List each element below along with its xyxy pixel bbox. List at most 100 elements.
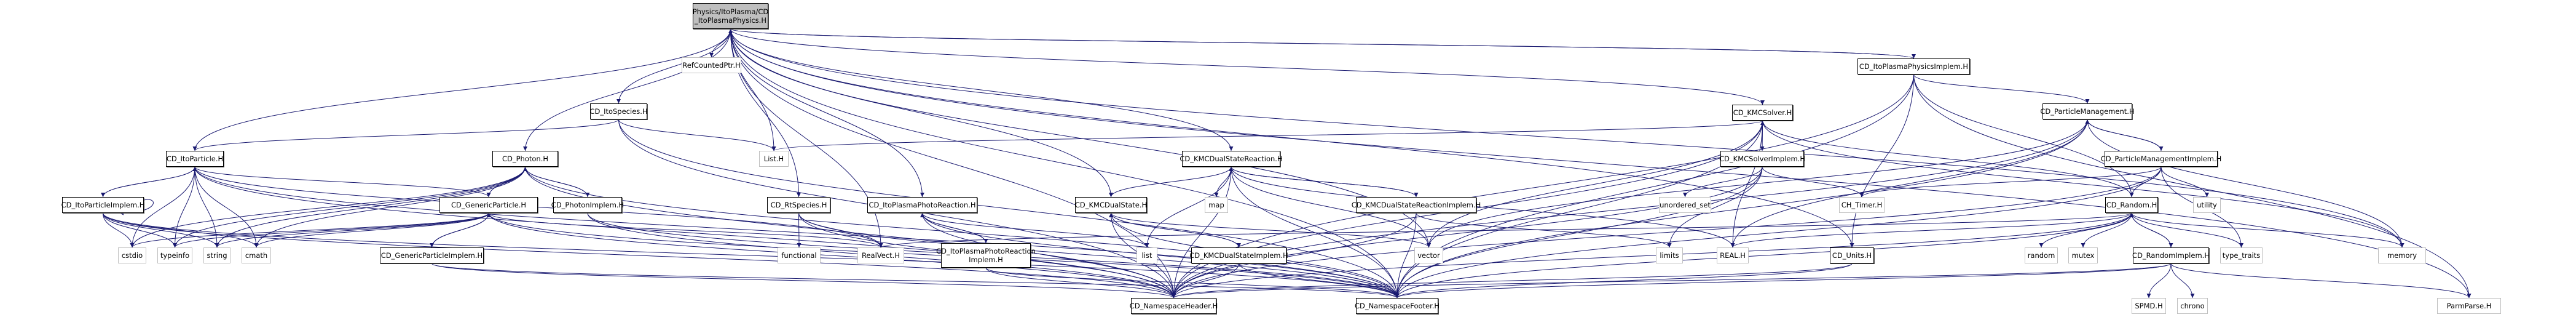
graph-node-cstdio: cstdio bbox=[118, 247, 146, 263]
graph-node-vector: vector bbox=[1414, 247, 1443, 263]
graph-node-parmparse: ParmParse.H bbox=[2437, 298, 2501, 314]
edge-root-to-KMCSolver bbox=[730, 28, 1765, 105]
graph-node-root[interactable]: Physics/ItoPlasma/CD _ItoPlasmaPhysics.H bbox=[693, 3, 768, 29]
graph-node-kmcsolverimplem[interactable]: CD_KMCSolverImplem.H bbox=[1719, 151, 1805, 167]
graph-node-label: RealVect.H bbox=[862, 251, 900, 260]
graph-node-label: memory bbox=[2387, 251, 2417, 260]
graph-node-kmcdualstate[interactable]: CD_KMCDualState.H bbox=[1075, 197, 1147, 213]
edge-ItoSpecies-to-NamespaceFooter bbox=[618, 119, 1400, 299]
edge-KMCSolverImplem-to-CH_Timer bbox=[1762, 166, 1864, 198]
edge-KMCSolverImplem-to-NamespaceFooter bbox=[1395, 166, 1763, 299]
graph-node-itoparticleimplem[interactable]: CD_ItoParticleImplem.H bbox=[61, 197, 145, 213]
graph-node-namespaceheader[interactable]: CD_NamespaceHeader.H bbox=[1130, 298, 1218, 314]
graph-node-random[interactable]: CD_Random.H bbox=[2105, 197, 2158, 213]
graph-node-itoparticle[interactable]: CD_ItoParticle.H bbox=[166, 151, 224, 167]
graph-node-label: typeinfo bbox=[160, 251, 190, 260]
graph-node-label: CD_GenericParticle.H bbox=[451, 201, 527, 209]
graph-node-rtspecies[interactable]: CD_RtSpecies.H bbox=[767, 197, 830, 213]
graph-node-label: CD_RandomImplem.H bbox=[2132, 251, 2210, 260]
graph-node-kmcdualstateimplem[interactable]: CD_KMCDualStateImplem.H bbox=[1189, 247, 1288, 263]
graph-node-functional: functional bbox=[778, 247, 821, 263]
graph-node-label: CD_ParticleManagement.H bbox=[2040, 107, 2135, 116]
edge-GenericParticleImplem-to-GenericParticle bbox=[431, 212, 491, 248]
graph-node-label: utility bbox=[2197, 201, 2217, 209]
edge-ParticleManagementImplem-to-NamespaceFooter bbox=[1395, 166, 2162, 299]
edge-root-to-ItoSpecies bbox=[616, 28, 731, 104]
graph-node-label: CD_ItoPlasmaPhotoReaction Implem.H bbox=[936, 247, 1036, 264]
edge-PhysicsImplem-to-ParmParse bbox=[1913, 74, 2472, 299]
graph-node-genericparticle[interactable]: CD_GenericParticle.H bbox=[439, 197, 538, 213]
graph-node-label: CD_ItoParticleImplem.H bbox=[61, 201, 145, 209]
graph-node-random: random bbox=[2025, 247, 2058, 263]
graph-node-kmcsolver[interactable]: CD_KMCSolver.H bbox=[1732, 105, 1793, 121]
edge-Photon-to-NamespaceFooter bbox=[525, 166, 1400, 299]
graph-node-real: REAL.H bbox=[1717, 247, 1749, 263]
edge-PhotoReaction-to-NamespaceFooter bbox=[922, 212, 1400, 299]
graph-node-ch-timer: CH_Timer.H bbox=[1839, 197, 1885, 213]
edge-root-to-ItoParticle bbox=[192, 28, 731, 151]
graph-node-kmcdualstatereactionimplem[interactable]: CD_KMCDualStateReactionImplem.H bbox=[1352, 197, 1481, 213]
edge-PhotoReactionImplem-to-PhotoReaction bbox=[920, 212, 987, 244]
edge-Random-to-memory bbox=[2131, 212, 2405, 248]
edge-ParticleManagement-to-REAL bbox=[1730, 119, 2088, 248]
graph-node-label: CD_Random.H bbox=[2106, 201, 2157, 209]
graph-node-photoreaction[interactable]: CD_ItoPlasmaPhotoReaction.H bbox=[867, 197, 977, 213]
edge-Photon-to-string bbox=[215, 166, 526, 248]
graph-node-label: CD_ParticleManagementImplem.H bbox=[2100, 154, 2222, 163]
edge-Photon-to-cstdio bbox=[130, 166, 526, 248]
graph-node-particlemanagementimplem[interactable]: CD_ParticleManagementImplem.H bbox=[2101, 151, 2221, 167]
graph-node-randomimplem[interactable]: CD_RandomImplem.H bbox=[2132, 247, 2210, 263]
edge-ParticleManagementImplem-to-ParticleManagement bbox=[2085, 119, 2162, 151]
graph-node-units[interactable]: CD_Units.H bbox=[1830, 247, 1874, 263]
edge-ItoParticle-to-NamespaceFooter bbox=[194, 166, 1400, 299]
edge-PhysicsImplem-to-root bbox=[728, 28, 1914, 59]
edge-PhotoReactionImplem-to-NamespaceHeader bbox=[985, 267, 1176, 299]
graph-node-realvect: RealVect.H bbox=[857, 247, 904, 263]
edge-RandomImplem-to-NamespaceFooter bbox=[1395, 263, 2172, 299]
graph-node-physicsimplem[interactable]: CD_ItoPlasmaPhysicsImplem.H bbox=[1857, 58, 1970, 74]
graph-node-refcountedptr: RefCountedPtr.H bbox=[682, 57, 741, 73]
graph-node-type-traits: type_traits bbox=[2220, 247, 2263, 263]
edge-GenericParticle-to-NamespaceHeader bbox=[488, 212, 1176, 299]
edge-KMCSolver-to-REAL bbox=[1730, 120, 1763, 248]
graph-node-label: mutex bbox=[2071, 251, 2095, 260]
graph-node-label: chrono bbox=[2180, 302, 2205, 310]
edge-KMCDualStateReactionImplem-to-KMCDualStateReaction bbox=[1229, 166, 1417, 198]
graph-node-photon[interactable]: CD_Photon.H bbox=[492, 151, 558, 167]
edge-RandomImplem-to-chrono bbox=[2170, 263, 2195, 299]
edge-KMCDualStateReaction-to-list bbox=[1144, 166, 1232, 248]
edge-GenericParticle-to-cstdio bbox=[130, 212, 489, 248]
graph-node-photoreactionimplem[interactable]: CD_ItoPlasmaPhotoReaction Implem.H bbox=[936, 243, 1036, 268]
graph-node-genericparticleimplem[interactable]: CD_GenericParticleImplem.H bbox=[380, 247, 484, 263]
graph-node-particlemanagement[interactable]: CD_ParticleManagement.H bbox=[2040, 103, 2135, 119]
edge-Random-to-mutex bbox=[2081, 212, 2132, 248]
edge-RandomImplem-to-Random bbox=[2129, 212, 2172, 248]
edge-ItoSpecies-to-ListH bbox=[618, 119, 776, 151]
edge-GenericParticle-to-string bbox=[215, 212, 489, 248]
edge-KMCDualStateReaction-to-KMCDualState bbox=[1109, 166, 1232, 198]
graph-node-label: SPMD.H bbox=[2135, 302, 2163, 310]
edge-KMCDualStateReactionImplem-to-NamespaceFooter bbox=[1395, 212, 1417, 299]
edge-PhotonImplem-to-Photon bbox=[523, 166, 588, 198]
edge-root-to-Photon bbox=[523, 28, 731, 151]
graph-node-photonimplem[interactable]: CD_PhotonImplem.H bbox=[551, 197, 624, 213]
graph-node-itospecies[interactable]: CD_ItoSpecies.H bbox=[589, 103, 648, 119]
edge-KMCDualStateReaction-to-NamespaceHeader bbox=[1172, 166, 1232, 299]
edge-ParticleManagementImplem-to-CH_Timer bbox=[1859, 166, 2162, 198]
graph-node-label: CD_KMCDualStateImplem.H bbox=[1189, 251, 1288, 260]
edge-ParticleManagement-to-memory bbox=[2087, 119, 2405, 248]
edge-ParticleManagementImplem-to-NamespaceHeader bbox=[1172, 166, 2162, 299]
edge-RandomImplem-to-ParmParse bbox=[2170, 263, 2472, 299]
graph-node-label: string bbox=[207, 251, 227, 260]
edge-KMCSolverImplem-to-NamespaceHeader bbox=[1172, 166, 1763, 299]
graph-node-namespacefooter[interactable]: CD_NamespaceFooter.H bbox=[1355, 298, 1440, 314]
graph-node-label: list bbox=[1141, 251, 1152, 260]
graph-node-unordered-set: unordered_set bbox=[1659, 197, 1711, 213]
graph-node-kmcdualstatereaction[interactable]: CD_KMCDualStateReaction.H bbox=[1180, 151, 1283, 167]
edge-KMCDualState-to-vector bbox=[1111, 212, 1431, 248]
graph-node-label: CD_ItoPlasmaPhysicsImplem.H bbox=[1859, 62, 1969, 71]
edge-PhotoReactionImplem-to-NamespaceFooter bbox=[985, 267, 1400, 299]
edge-root-to-KMCDualStateReaction bbox=[730, 28, 1234, 151]
graph-node-map: map bbox=[1205, 197, 1228, 213]
